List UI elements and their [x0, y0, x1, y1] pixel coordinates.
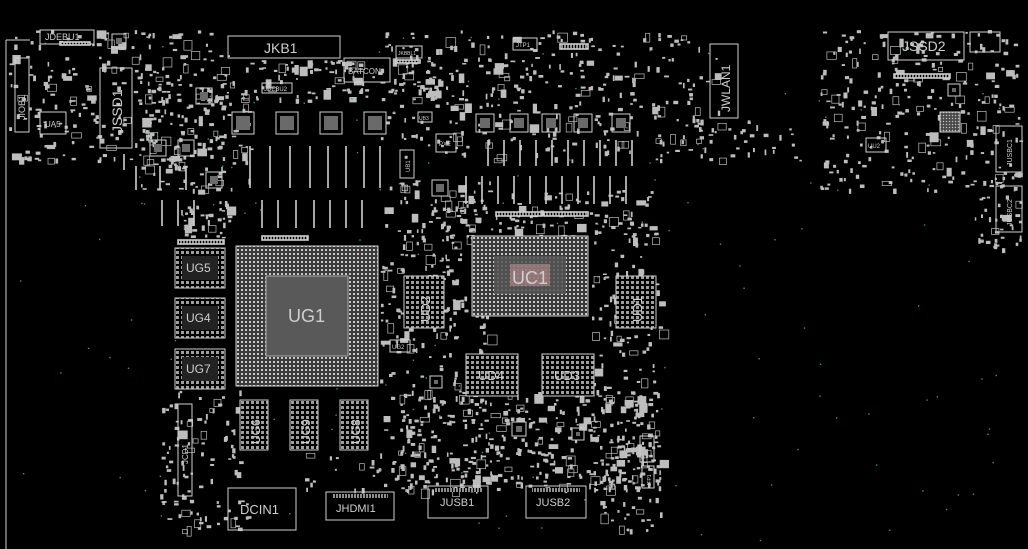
label-batcon: BATCON — [348, 67, 381, 76]
label-jdebu2: JDEBU2 — [264, 87, 288, 93]
label-ug9: UG9 — [299, 419, 313, 444]
label-pxe: PXE — [439, 142, 451, 148]
label-jusbc1: JUSBC1 — [1007, 139, 1014, 166]
chip-ud2: UD2 — [403, 275, 445, 329]
label-jusbc2: JUSBC2 — [1007, 199, 1014, 226]
label-ud4: UD4 — [478, 368, 504, 383]
chip-ug8: UG8 — [339, 399, 369, 451]
connector-jusbc2: JUSBC2 — [995, 185, 1023, 233]
connector-jssd2: JSSD2 — [887, 31, 965, 61]
label-jwlan1: JWLAN1 — [719, 64, 733, 112]
label-jio1: JIOB1 — [17, 95, 27, 120]
connector-batcon: BATCON — [343, 57, 391, 83]
chip-ud3: UD3 — [541, 353, 595, 397]
label-jusb2: JUSB2 — [536, 497, 570, 509]
chip-ug5: UG5 — [174, 247, 226, 289]
connector-jio1: JIOB1 — [14, 57, 30, 133]
label-uc1: UC1 — [512, 268, 548, 288]
usb-controller-chip — [939, 111, 961, 133]
label-dcin1: DCIN1 — [240, 502, 279, 517]
label-ug5: UG5 — [186, 261, 211, 275]
connector-jwlan1: JWLAN1 — [709, 43, 739, 119]
label-ug8: UG8 — [349, 419, 363, 444]
chip-ud4: UD4 — [465, 353, 519, 397]
chip-ub1: UB1 — [399, 149, 415, 179]
label-uu2: UU2 — [868, 144, 881, 150]
label-jfp1: JFP1 — [647, 474, 653, 486]
label-ug6: UG6 — [249, 419, 263, 444]
connector-jkb1: JKB1 — [227, 35, 341, 59]
label-ud3: UD3 — [554, 368, 580, 383]
chip-ug6: UG6 — [239, 399, 269, 451]
label-jkb1: JKB1 — [264, 40, 298, 56]
chip-uu2: UU2 — [865, 137, 887, 153]
connector-jcd1: JCD1 — [177, 403, 193, 497]
chip-ug2: UG2 — [389, 339, 411, 353]
connector-jhdmi1: JHDMI1 — [325, 491, 395, 521]
label-jusb1: JUSB1 — [440, 497, 474, 509]
connector-jkbl1: JKBBL1 — [395, 45, 423, 59]
chip-ud1: UD1 — [615, 275, 657, 329]
power-mosfet-row — [111, 33, 961, 441]
chip-ug4: UG4 — [174, 297, 226, 339]
label-ug1: UG1 — [288, 306, 325, 326]
connector-dcin1: DCIN1 — [227, 487, 297, 531]
label-ub1: UB1 — [406, 160, 412, 172]
connector-outline — [969, 31, 1001, 53]
label-ug7: UG7 — [186, 362, 211, 376]
label-jdebu1: JDEBU1 — [45, 32, 80, 42]
label-jcd1: JCD1 — [181, 443, 190, 464]
vertical-pad-lines — [59, 41, 951, 245]
label-jssd2: JSSD2 — [902, 38, 946, 54]
chip-uc1: UC1 — [471, 235, 589, 317]
label-ua5: UA5 — [45, 120, 61, 129]
connector-jtp1: JTP1 — [512, 37, 538, 51]
connector-jdebu2: JDEBU2 — [261, 82, 293, 94]
label-ud1: UD1 — [630, 296, 645, 322]
connector-jusb2: JUSB2 — [525, 485, 587, 519]
label-ug2: UG2 — [392, 345, 405, 351]
chip-ug1: UG1 — [235, 245, 379, 387]
connector-jfp1: JFP1 — [641, 465, 655, 489]
label-jtp1: JTP1 — [516, 43, 531, 49]
chip-ug7: UG7 — [174, 348, 226, 390]
label-jssd1: JSSD1 — [109, 89, 125, 133]
label-ub3: UB3 — [419, 116, 429, 122]
chip-pxe: PXE — [435, 133, 457, 153]
label-ug4: UG4 — [186, 311, 211, 325]
chip-ug9: UG9 — [289, 399, 319, 451]
label-jkbl1: JKBBL1 — [398, 51, 416, 57]
connector-jusbc1: JUSBC1 — [995, 125, 1023, 173]
chip-ub3: UB3 — [417, 111, 433, 123]
connector-outline — [639, 435, 655, 463]
connector-jusb1: JUSB1 — [427, 485, 489, 519]
label-ud2: UD2 — [418, 296, 433, 322]
label-jhdmi1: JHDMI1 — [336, 503, 376, 515]
chip-ua5: UA5 — [39, 111, 67, 135]
connector-jssd1: JSSD1 — [99, 67, 133, 149]
